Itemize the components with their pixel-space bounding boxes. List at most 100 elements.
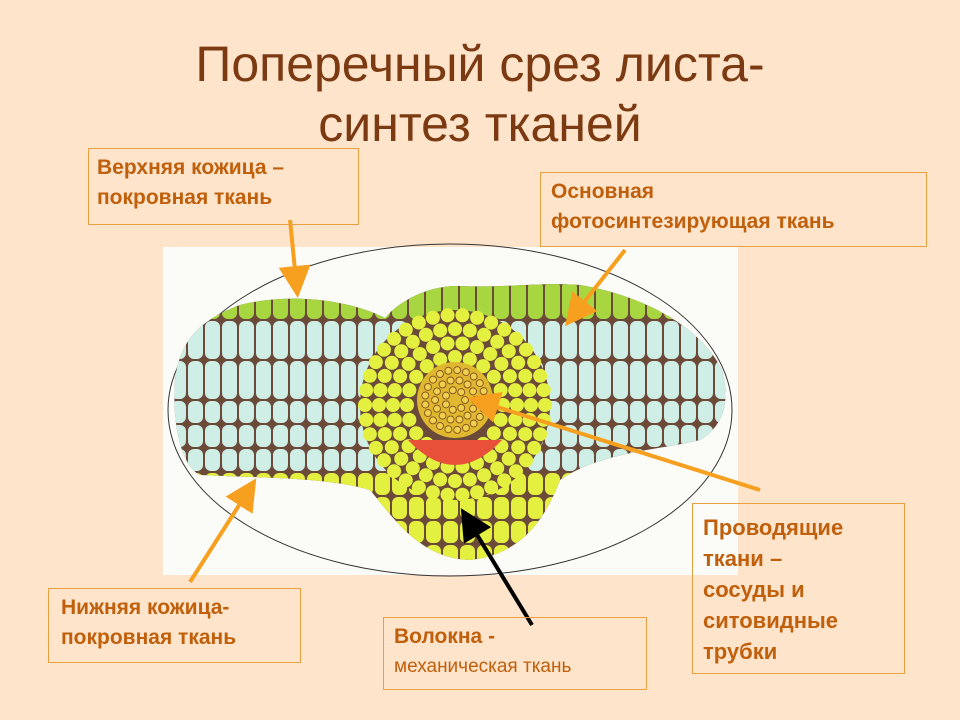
bundle-cell — [418, 327, 433, 342]
slide-title-line1: Поперечный срез листа- — [195, 36, 765, 92]
cell — [188, 401, 203, 423]
bundle-cell — [376, 342, 391, 357]
cell — [477, 497, 492, 519]
bundle-cell — [510, 398, 524, 412]
bundle-cell — [484, 315, 499, 330]
bundle-cell — [359, 383, 374, 398]
cell — [273, 321, 288, 359]
cell — [307, 401, 322, 423]
xylem-cell — [432, 404, 441, 413]
label-text: трубки — [703, 639, 778, 664]
bundle-cell — [401, 356, 416, 371]
label-text: Основная — [551, 180, 655, 203]
xylem-cell — [479, 387, 488, 396]
xylem-cell — [469, 419, 478, 428]
cell — [664, 361, 679, 399]
cell — [630, 425, 645, 447]
bundle-cell — [398, 473, 413, 488]
xylem-cell — [436, 370, 444, 379]
bundle-cell — [494, 356, 509, 371]
cell — [341, 361, 356, 399]
bundle-cell — [508, 464, 523, 479]
bundle-cell — [508, 331, 523, 346]
cell — [290, 321, 305, 359]
xylem-cell — [469, 372, 478, 381]
cell — [545, 449, 560, 471]
bundle-cell — [362, 427, 377, 442]
cell — [324, 361, 339, 399]
cell — [664, 321, 679, 359]
bundle-cell — [501, 344, 516, 359]
cell — [715, 361, 726, 399]
bundle-cell — [455, 308, 470, 323]
xylem-cell — [461, 368, 470, 377]
cell — [545, 321, 560, 359]
cell — [528, 497, 543, 519]
bundle-cell — [497, 473, 512, 488]
cell — [392, 497, 407, 519]
bundle-cell — [518, 368, 533, 383]
cell — [188, 425, 203, 447]
cell — [341, 449, 356, 471]
bundle-cell — [405, 461, 420, 476]
cell — [630, 401, 645, 423]
bundle-cell — [405, 334, 420, 349]
cell — [290, 361, 305, 399]
cell — [545, 425, 560, 447]
cell — [647, 425, 662, 447]
xylem-cell — [455, 415, 464, 424]
cell — [511, 284, 526, 319]
cell — [324, 425, 339, 447]
cell — [324, 401, 339, 423]
xylem-cell — [441, 391, 450, 400]
cell — [409, 497, 424, 519]
cell — [579, 401, 594, 423]
xylem-cell — [463, 411, 472, 420]
cell — [290, 401, 305, 423]
cell — [664, 401, 679, 423]
bundle-cell — [394, 451, 409, 466]
xylem-cell — [444, 425, 453, 434]
cell — [647, 361, 662, 399]
bundle-cell — [448, 474, 462, 488]
bundle-cell — [533, 427, 548, 442]
bundle-cell — [400, 398, 414, 412]
bundle-cell — [462, 323, 477, 338]
bundle-cell — [393, 369, 408, 384]
cell — [290, 449, 305, 471]
cell — [239, 449, 254, 471]
cell — [222, 449, 237, 471]
bundle-cell — [373, 383, 388, 398]
cell — [562, 321, 577, 359]
cell — [494, 284, 509, 319]
label-vascular-tissue: Проводящие ткани – сосуды и ситовидные т… — [692, 503, 905, 674]
xylem-cell — [438, 411, 447, 420]
xylem-cell — [475, 412, 484, 421]
cell — [307, 361, 322, 399]
cell — [681, 401, 696, 423]
cell — [596, 321, 611, 359]
xylem-cell — [446, 376, 455, 385]
bundle-cell — [425, 310, 440, 325]
arrow-vascular — [467, 391, 761, 492]
bundle-cell — [527, 355, 542, 370]
cell — [511, 497, 526, 519]
cell — [256, 401, 271, 423]
bundle-cell — [412, 346, 427, 361]
label-text: механическая ткань — [394, 656, 572, 677]
bundle-cell — [448, 350, 462, 364]
cell — [562, 361, 577, 399]
label-text: Волокна - — [394, 625, 496, 648]
cell — [443, 545, 458, 560]
bundle-cell — [508, 412, 523, 427]
cell — [188, 361, 203, 399]
bundle-cell — [511, 440, 526, 455]
label-fibers: Волокна - механическая ткань — [383, 617, 647, 690]
label-lower-epidermis: Нижняя кожица- покровная ткань — [48, 588, 301, 663]
bundle-cell — [440, 487, 455, 502]
bundle-cell — [409, 369, 424, 384]
bundle-cell — [411, 315, 426, 330]
cell — [256, 449, 271, 471]
bundle-cell — [493, 412, 508, 427]
xylem-cell — [469, 404, 478, 413]
